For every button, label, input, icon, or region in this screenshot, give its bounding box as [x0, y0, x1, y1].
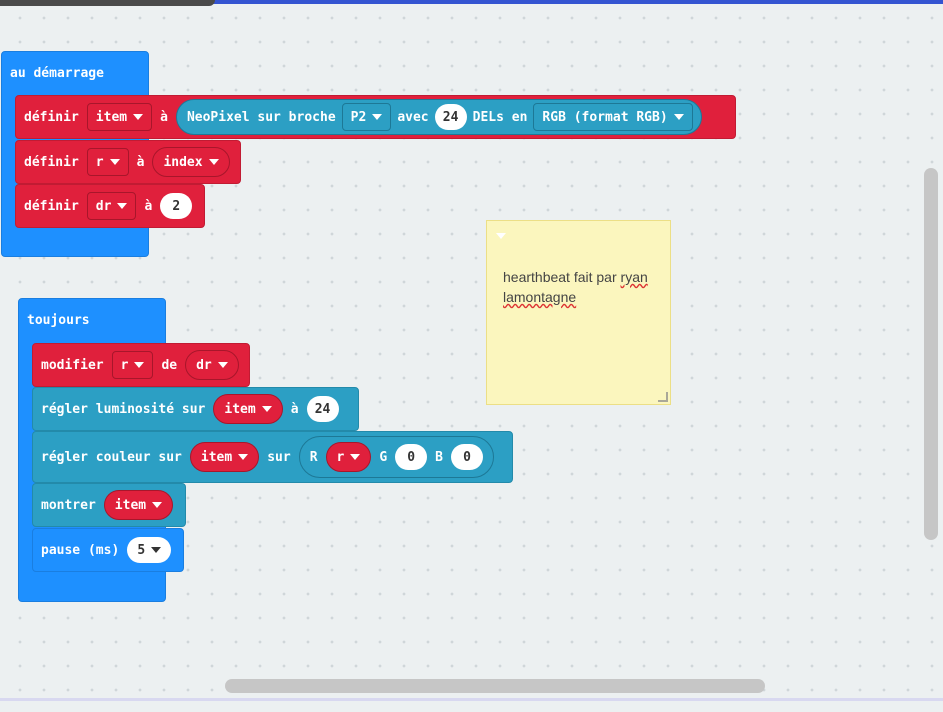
chevron-down-icon [238, 454, 249, 460]
strip-variable-reporter[interactable]: item [213, 394, 283, 424]
dr-value-input[interactable]: 2 [160, 193, 193, 219]
change-keyword: modifier [41, 357, 104, 373]
misspelled-word: lamontagne [503, 289, 577, 305]
index-variable-reporter[interactable]: index [152, 147, 230, 177]
g-value-input[interactable]: 0 [395, 444, 428, 470]
chevron-down-icon [133, 114, 144, 120]
neopixel-create-block[interactable]: NeoPixel sur broche P2 avec 24 DELs en R… [175, 99, 702, 135]
chevron-down-icon [109, 159, 120, 165]
b-label: B [435, 449, 443, 465]
chevron-down-icon [217, 362, 228, 368]
comment-text[interactable]: hearthbeat fait par ryan lamontagne [503, 269, 648, 305]
chevron-down-icon [151, 547, 162, 553]
neopixel-call-label: NeoPixel sur broche [186, 109, 336, 125]
pause-label: pause (ms) [41, 542, 120, 558]
set-dr-block[interactable]: définir dr à 2 [15, 184, 205, 228]
leds-in-keyword: DELs en [472, 109, 528, 125]
vertical-scrollbar[interactable] [924, 168, 938, 540]
collapse-icon[interactable] [496, 233, 506, 239]
misspelled-word: ryan [620, 269, 648, 285]
variable-dropdown-item[interactable]: item [86, 103, 153, 131]
pause-block[interactable]: pause (ms) 5 [32, 528, 184, 572]
top-tab-edge [0, 0, 215, 6]
strip-variable-reporter[interactable]: item [103, 490, 174, 520]
chevron-down-icon [134, 362, 145, 368]
by-keyword: de [161, 357, 178, 373]
set-item-neopixel-block[interactable]: définir item à NeoPixel sur broche P2 av… [15, 95, 736, 139]
variable-dropdown-r[interactable]: r [86, 148, 129, 176]
with-keyword: avec [397, 109, 429, 125]
to-keyword: à [290, 401, 299, 417]
brightness-value-input[interactable]: 24 [306, 396, 339, 422]
to-keyword: à [144, 198, 153, 214]
set-color-block[interactable]: régler couleur sur item sur R r G 0 B 0 [32, 431, 513, 483]
variable-dropdown-dr[interactable]: dr [86, 192, 137, 220]
chevron-down-icon [372, 114, 383, 120]
chevron-down-icon [350, 454, 361, 460]
change-r-block[interactable]: modifier r de dr [32, 343, 250, 387]
set-keyword: définir [24, 198, 79, 214]
set-r-block[interactable]: définir r à index [15, 140, 241, 184]
mode-dropdown[interactable]: RGB (format RGB) [533, 103, 693, 131]
chevron-down-icon [117, 203, 128, 209]
chevron-down-icon [673, 114, 684, 120]
resize-handle-icon[interactable] [658, 392, 668, 402]
to-keyword: à [160, 109, 168, 125]
bottom-edge [0, 698, 943, 701]
pause-value-dropdown[interactable]: 5 [127, 537, 172, 563]
show-block[interactable]: montrer item [32, 483, 186, 527]
r-variable-reporter[interactable]: r [325, 442, 372, 472]
chevron-down-icon [261, 406, 272, 412]
set-keyword: définir [24, 154, 79, 170]
set-keyword: définir [24, 109, 79, 125]
variable-dropdown-r[interactable]: r [111, 351, 154, 379]
workspace-comment[interactable]: hearthbeat fait par ryan lamontagne [486, 220, 671, 405]
r-label: R [309, 449, 318, 465]
to-keyword: à [136, 154, 145, 170]
on-keyword: sur [267, 449, 291, 465]
dr-variable-reporter[interactable]: dr [185, 350, 239, 380]
b-value-input[interactable]: 0 [451, 444, 483, 470]
chevron-down-icon [152, 502, 163, 508]
forever-label: toujours [27, 313, 90, 328]
top-accent-bar [0, 0, 943, 4]
g-label: G [379, 449, 388, 465]
strip-variable-reporter[interactable]: item [189, 442, 260, 472]
rgb-reporter[interactable]: R r G 0 B 0 [298, 436, 494, 478]
brightness-label: régler luminosité sur [41, 401, 206, 417]
show-label: montrer [41, 497, 96, 513]
horizontal-scrollbar[interactable] [225, 679, 765, 693]
led-count-input[interactable]: 24 [434, 104, 467, 130]
pin-dropdown[interactable]: P2 [341, 103, 392, 131]
set-brightness-block[interactable]: régler luminosité sur item à 24 [32, 387, 359, 431]
color-label: régler couleur sur [41, 449, 182, 465]
chevron-down-icon [208, 159, 219, 165]
on-start-label: au démarrage [10, 66, 104, 81]
